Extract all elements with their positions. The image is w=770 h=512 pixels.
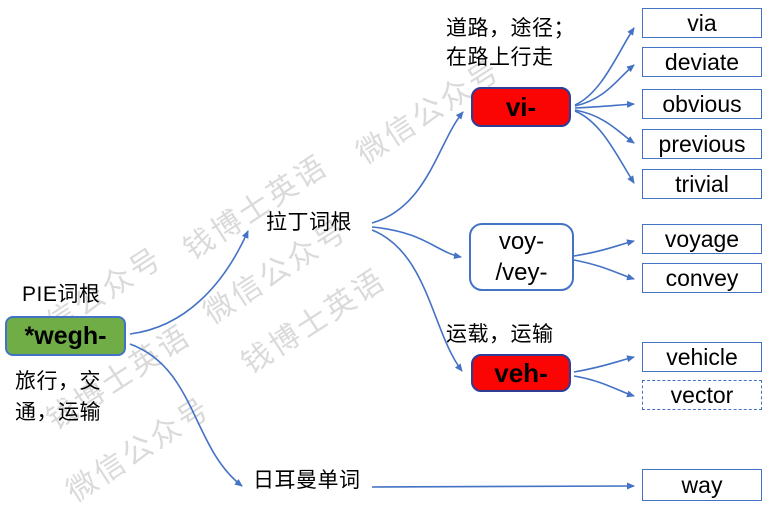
word-box-voyage: voyage	[642, 224, 762, 254]
edge-voy-voyage	[573, 239, 635, 257]
edge-vi-obvious	[574, 100, 635, 109]
edge-veh-vector	[573, 375, 635, 398]
word-box-via: via	[642, 8, 762, 38]
edge-voy-convey	[573, 259, 635, 281]
subroot-box-vi: vi-	[471, 87, 571, 127]
edge-vi-trivial	[574, 110, 635, 184]
voy-line2: /vey-	[495, 259, 548, 286]
word-box-vector: vector	[642, 380, 762, 410]
edge-veh-vehicle	[573, 355, 635, 373]
subroot-box-voy-vey: voy- /vey-	[469, 223, 574, 291]
voy-line1: voy-	[498, 228, 545, 255]
root-gloss: 旅行，交 通，运输	[15, 366, 101, 428]
edge-germanic-way	[371, 482, 635, 490]
edge-latin-voy	[371, 226, 462, 260]
branch-latin: 拉丁词根	[266, 211, 352, 234]
edge-vi-via	[574, 27, 635, 106]
root-gloss-line1: 旅行，交	[15, 370, 101, 393]
word-box-obvious: obvious	[642, 89, 762, 119]
word-box-trivial: trivial	[642, 169, 762, 199]
word-box-previous: previous	[642, 129, 762, 159]
word-box-vehicle: vehicle	[642, 342, 762, 372]
edge-wegh-germanic	[129, 343, 243, 487]
vi-gloss-line2: 在路上行走	[446, 46, 554, 69]
edge-vi-deviate	[574, 64, 635, 107]
pie-root-label: PIE词根	[22, 283, 101, 306]
veh-gloss: 运载，运输	[446, 323, 554, 346]
branch-germanic: 日耳曼单词	[253, 469, 361, 492]
subroot-box-veh: veh-	[471, 354, 571, 392]
vi-gloss: 道路，途径； 在路上行走	[446, 14, 575, 72]
root-box-wegh: *wegh-	[5, 316, 126, 356]
vi-gloss-line1: 道路，途径；	[446, 17, 575, 40]
edge-vi-previous	[574, 109, 635, 144]
root-gloss-line2: 通，运输	[15, 401, 101, 424]
word-box-convey: convey	[642, 263, 762, 293]
word-box-way: way	[642, 469, 762, 501]
edge-latin-veh	[371, 229, 463, 372]
edge-latin-vi	[371, 111, 464, 224]
edge-wegh-latin	[129, 230, 249, 335]
word-box-deviate: deviate	[642, 47, 762, 77]
